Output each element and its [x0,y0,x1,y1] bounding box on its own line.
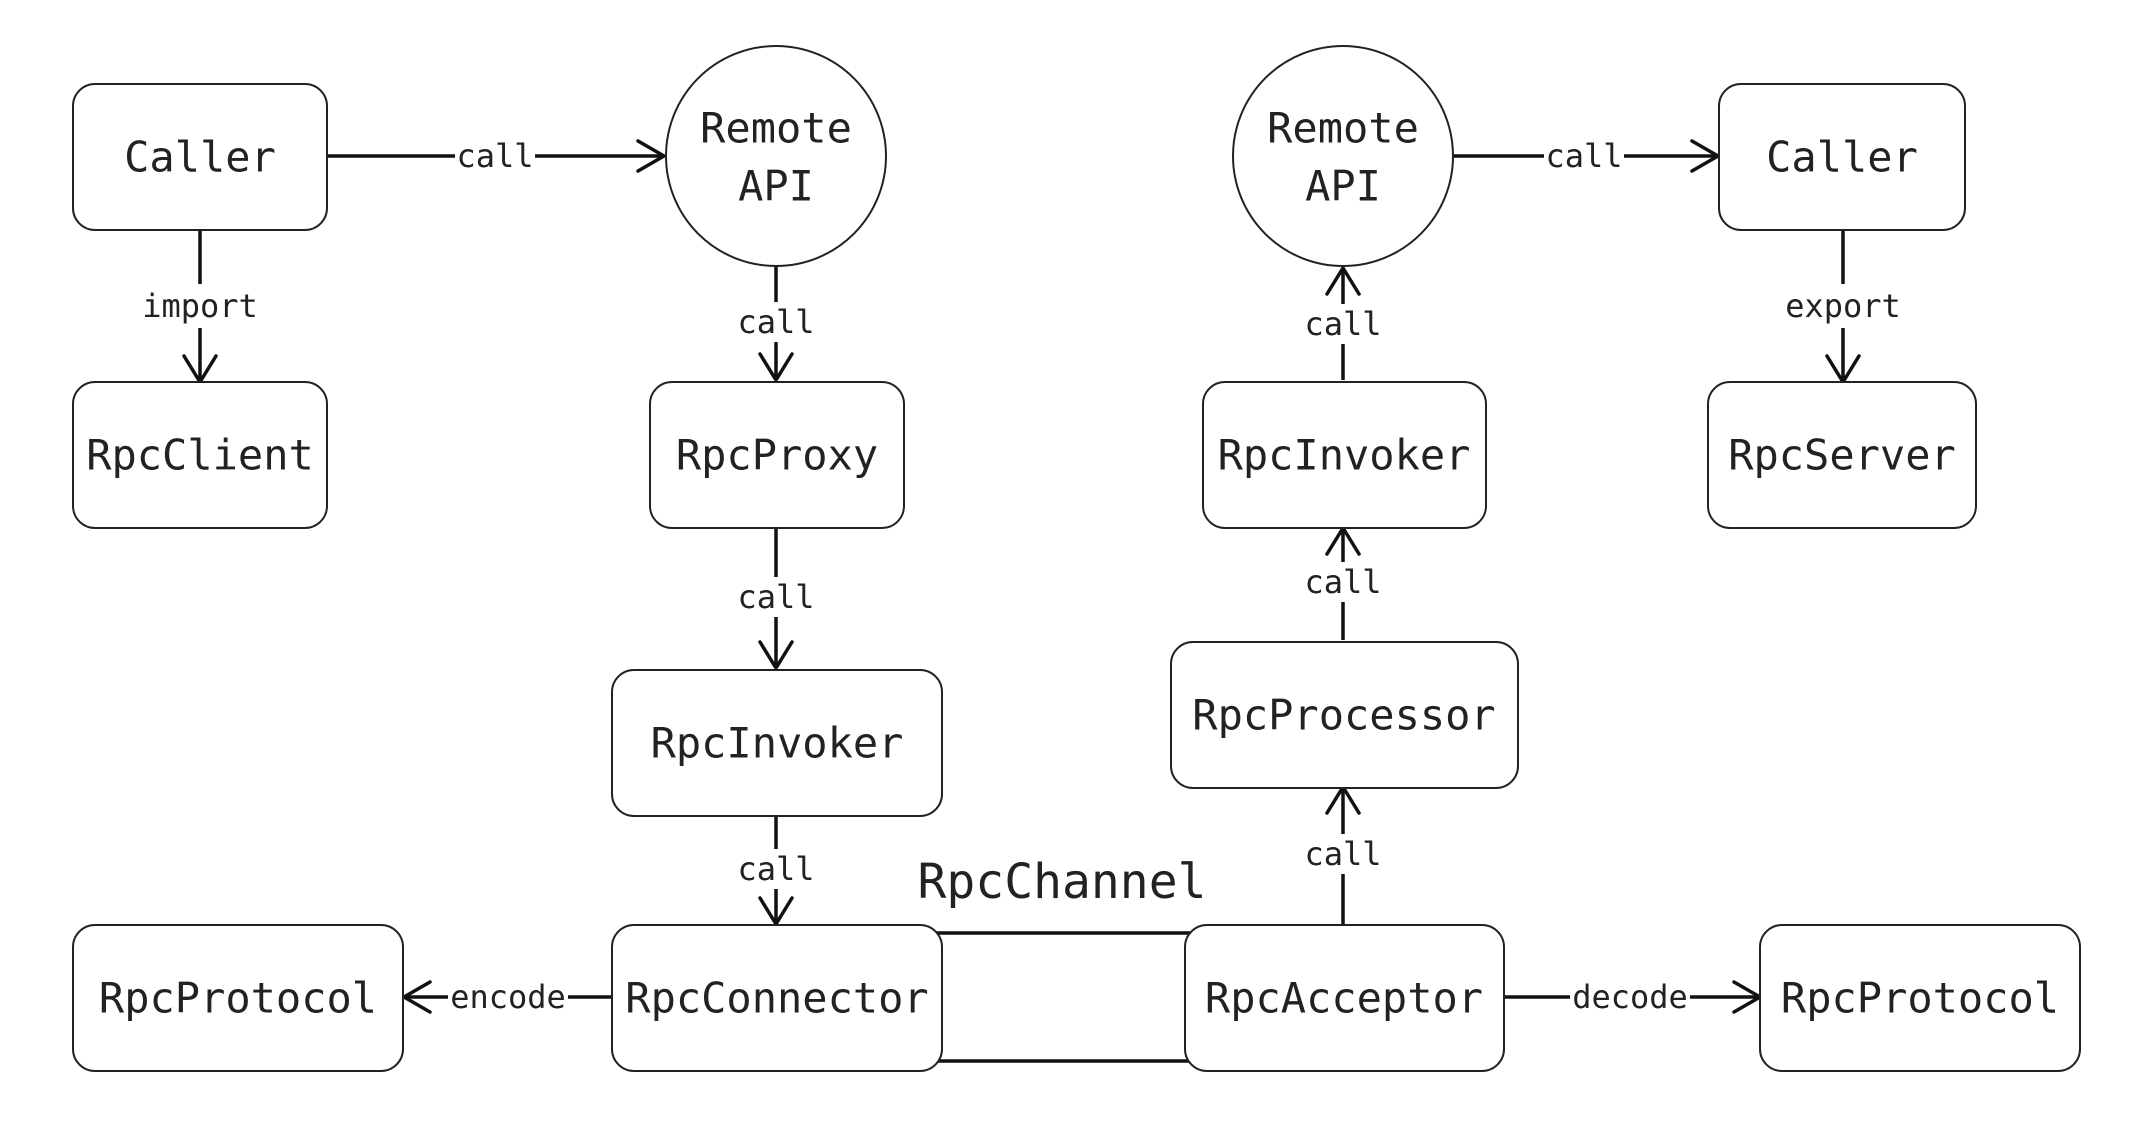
svg-text:Caller: Caller [1766,133,1918,182]
node-caller-server: Caller [1718,83,1966,231]
edge-caller-to-rpcserver: export [1783,228,1903,384]
svg-text:RpcConnector: RpcConnector [625,974,928,1023]
node-remote-api-client: Remote API [665,45,887,267]
edge-label-export: export [1785,287,1901,325]
node-rpcconnector: RpcConnector [611,924,943,1072]
edge-label-call: call [1304,563,1381,601]
edge-remote-api-to-rpcproxy: call [736,266,816,382]
edge-remote-api-to-caller-server: call [1454,136,1720,176]
rpc-channel-label: RpcChannel [918,854,1207,910]
edge-label-call: call [456,137,533,175]
node-rpcprocessor: RpcProcessor [1170,641,1519,789]
node-rpcinvoker-client: RpcInvoker [611,669,943,817]
node-rpcserver: RpcServer [1707,381,1977,529]
node-remote-api-server: Remote API [1232,45,1454,267]
edge-rpcproxy-to-rpcinvoker: call [736,526,816,670]
edge-caller-to-remote-api-client: call [326,136,666,176]
edge-rpcacceptor-to-rpcprotocol: decode [1502,977,1762,1017]
svg-text:Remote: Remote [1267,104,1419,153]
svg-text:Caller: Caller [124,133,276,182]
svg-text:RpcServer: RpcServer [1728,431,1956,480]
svg-text:RpcInvoker: RpcInvoker [651,719,904,768]
svg-text:RpcProtocol: RpcProtocol [99,974,377,1023]
edge-caller-to-rpcclient: import [140,228,260,384]
node-rpcacceptor: RpcAcceptor [1184,924,1505,1072]
node-rpcclient: RpcClient [72,381,328,529]
edge-label-call: call [1304,835,1381,873]
rpc-channel: RpcChannel [918,854,1207,1063]
svg-text:RpcAcceptor: RpcAcceptor [1205,974,1483,1023]
node-rpcproxy: RpcProxy [649,381,905,529]
svg-text:API: API [738,162,814,211]
node-rpcprotocol-server: RpcProtocol [1759,924,2081,1072]
edge-rpcacceptor-to-rpcprocessor: call [1303,785,1383,924]
svg-text:RpcClient: RpcClient [86,431,314,480]
node-rpcprotocol-client: RpcProtocol [72,924,404,1072]
edge-label-call: call [1545,137,1622,175]
svg-text:RpcProxy: RpcProxy [676,431,878,480]
edge-label-call: call [1304,305,1381,343]
node-caller-client: Caller [72,83,328,231]
svg-text:RpcInvoker: RpcInvoker [1218,431,1471,480]
edge-label-call: call [737,578,814,616]
edge-label-import: import [142,287,258,325]
svg-text:RpcProcessor: RpcProcessor [1192,691,1495,740]
svg-text:API: API [1305,162,1381,211]
edge-label-call: call [737,850,814,888]
edge-rpcinvoker-to-remote-api-server: call [1303,266,1383,380]
edge-label-encode: encode [450,978,566,1016]
edge-rpcconnector-to-rpcprotocol: encode [402,977,612,1017]
edge-label-call: call [737,303,814,341]
node-rpcinvoker-server: RpcInvoker [1202,381,1487,529]
edge-rpcprocessor-to-rpcinvoker: call [1303,526,1383,640]
edge-rpcinvoker-to-rpcconnector: call [736,814,816,926]
svg-text:RpcProtocol: RpcProtocol [1781,974,2059,1023]
edge-label-decode: decode [1572,978,1688,1016]
svg-text:Remote: Remote [700,104,852,153]
